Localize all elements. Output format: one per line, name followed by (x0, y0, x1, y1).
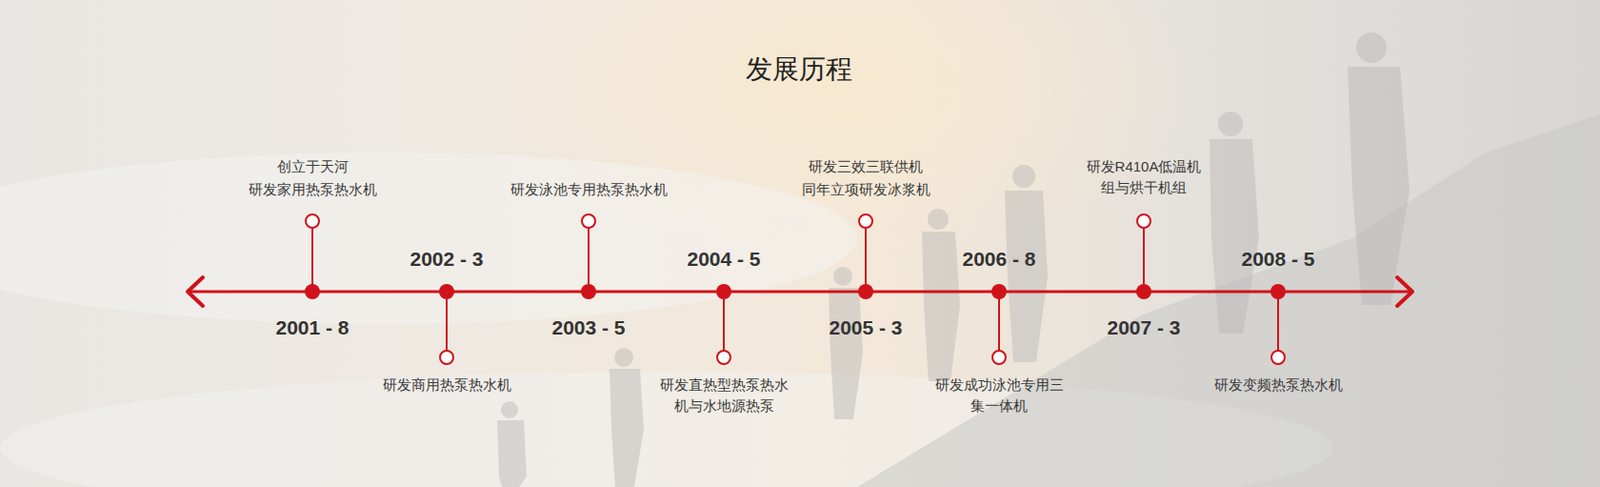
milestone-text: 创立于天河 (277, 156, 349, 178)
milestone-date: 2002 - 3 (409, 247, 483, 271)
timeline-mark (580, 214, 597, 300)
hollow-marker (1271, 350, 1285, 364)
mark-stem (311, 227, 314, 292)
hollow-marker (581, 214, 596, 228)
timeline-mark (991, 283, 1007, 364)
milestone-text: 同年立项研发冰浆机 (801, 179, 931, 200)
milestone-date: 2004 - 5 (686, 247, 760, 271)
timeline-mark (858, 214, 874, 300)
arrow-head (187, 277, 203, 306)
hollow-marker (440, 350, 454, 364)
milestone-text: 研发R410A低温机 组与烘干机组 (1082, 156, 1206, 199)
mark-stem (1142, 227, 1145, 292)
mark-stem (864, 227, 867, 292)
milestone-text: 研发成功泳池专用三 集一体机 (932, 374, 1067, 417)
milestone-date: 2003 - 5 (551, 316, 625, 340)
hollow-marker (717, 350, 731, 364)
cloud (0, 152, 858, 324)
milestone-text: 研发变频热泵热水机 (1214, 374, 1343, 396)
climber-silhouettes (497, 32, 1410, 487)
milestone-text: 研发三效三联供机 (808, 156, 923, 178)
timeline-mark (1270, 283, 1286, 364)
milestone-text: 研发商用热泵热水机 (382, 374, 512, 396)
timeline-mark (716, 283, 732, 364)
axis-dot (716, 283, 732, 300)
hollow-marker (1137, 214, 1151, 228)
axis-dot (439, 283, 455, 300)
timeline-mark (304, 214, 320, 300)
mark-stem (998, 291, 1000, 351)
timeline-mark (439, 283, 455, 364)
hollow-marker (859, 214, 873, 228)
axis-dot (991, 283, 1007, 300)
milestone-date: 2006 - 8 (961, 247, 1036, 271)
axis-dot (1136, 283, 1152, 300)
arrow-head (1397, 277, 1413, 306)
timeline-marks (304, 214, 1286, 364)
axis-line (188, 290, 1412, 294)
timeline-axis (187, 277, 1413, 306)
milestone-date: 2005 - 3 (828, 316, 902, 340)
mark-stem (1277, 291, 1280, 351)
milestone-text: 研发泳池专用热泵热水机 (510, 179, 668, 200)
axis-dot (1270, 283, 1286, 300)
milestone-date: 2007 - 3 (1106, 316, 1180, 340)
mark-stem (587, 227, 590, 292)
mark-stem (722, 291, 725, 351)
milestone-date: 2008 - 5 (1240, 247, 1315, 271)
hollow-marker (305, 214, 320, 228)
axis-dot (858, 283, 874, 300)
mountain-slope (857, 114, 1600, 487)
milestone-text: 研发直热型热泵热水 机与水地源热泵 (657, 374, 792, 417)
hollow-marker (992, 350, 1006, 364)
milestone-date: 2001 - 8 (275, 316, 349, 340)
mark-stem (445, 291, 448, 351)
milestone-text: 研发家用热泵热水机 (248, 179, 378, 200)
page-title: 发展历程 (745, 53, 853, 86)
axis-dot (580, 283, 597, 300)
axis-dot (304, 283, 320, 300)
timeline-mark (1136, 214, 1152, 300)
